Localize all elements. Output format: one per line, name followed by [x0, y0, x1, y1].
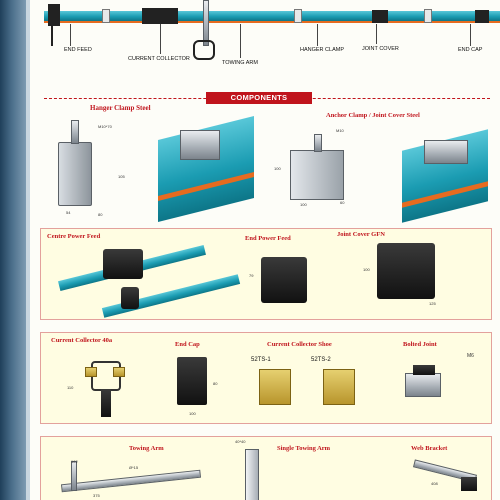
pointer-end-cap	[470, 24, 471, 46]
clamp-bolt	[71, 120, 79, 144]
product-title: Anchor Clamp / Joint Cover Steel	[326, 112, 420, 119]
product-title: Single Towing Arm	[277, 445, 331, 452]
dim-bolt: M10*70	[98, 124, 112, 129]
joint-cover-drawing	[377, 243, 435, 299]
dim-diameter: Ø*15	[129, 465, 139, 470]
hanger-clamp-1	[102, 9, 110, 23]
pointer-collector	[160, 24, 161, 54]
dim-section: 40*40	[235, 439, 246, 444]
rail-stripe	[44, 21, 500, 23]
dim-height: 100	[274, 166, 281, 171]
collector-arm	[101, 389, 111, 417]
label-hanger-clamp: HANGER CLAMP	[300, 47, 345, 53]
rail-photo-clamp	[424, 140, 468, 164]
dim-bolt: M10	[336, 128, 344, 133]
collector-shoe-a	[85, 367, 97, 377]
towing-arm-post	[203, 0, 209, 46]
centre-feed-box	[103, 249, 143, 279]
sidebar-edge	[26, 0, 30, 500]
label-joint-cover: JOINT COVER	[362, 46, 399, 52]
hanger-clamp-2	[294, 9, 302, 23]
web-bracket-mount	[461, 477, 477, 491]
dim-width: 125	[429, 301, 436, 306]
end-feed-drawing	[261, 257, 307, 303]
dim-depth: 80	[98, 212, 103, 217]
product-title: End Power Feed	[245, 235, 291, 242]
towing-arm-bar	[71, 461, 77, 491]
dim-bolt: M6	[467, 353, 474, 359]
product-title: Towing Arm	[129, 445, 164, 452]
anchor-clamp-bolt	[314, 134, 322, 152]
product-title: Web Bracket	[411, 445, 448, 452]
pointer-towing-arm	[240, 24, 241, 58]
product-title: Bolted Joint	[403, 341, 437, 348]
dim-length: 162	[71, 459, 78, 464]
product-title: Hanger Clamp Steel	[90, 104, 151, 112]
shoe-model-2: 52TS-2	[311, 357, 331, 363]
label-end-feed: END FEED	[64, 47, 92, 53]
panel-collectors: Current Collector 40a 110 End Cap 80 100…	[40, 332, 492, 424]
catalog-page: END FEED CURRENT COLLECTOR TOWING ARM HA…	[30, 0, 500, 500]
label-current-collector: CURRENT COLLECTOR	[128, 56, 190, 62]
sidebar-band	[0, 0, 26, 500]
product-title: Centre Power Feed	[47, 233, 101, 240]
dim-depth: 60	[340, 200, 345, 205]
bolted-joint-bolts	[413, 365, 435, 375]
shoe-2-drawing	[323, 369, 355, 405]
product-hanger-clamp-steel: Hanger Clamp Steel M10*70 105 54 80	[40, 104, 280, 222]
end-cap-box	[475, 10, 489, 23]
dim-width: 100	[300, 202, 307, 207]
pointer-hanger-clamp	[317, 24, 318, 46]
dim-width: 100	[189, 411, 196, 416]
dim-length: 408	[431, 481, 438, 486]
dim-height: 110	[67, 385, 74, 390]
dim-width: 54	[66, 210, 71, 215]
collector-shoe-b	[113, 367, 125, 377]
conductor-rail	[44, 11, 500, 21]
centre-feed-box-2	[121, 287, 139, 309]
end-feed-box	[48, 4, 60, 26]
dim-span: 375	[93, 493, 100, 498]
bolted-joint-drawing	[405, 373, 441, 397]
pointer-end-feed	[70, 24, 71, 46]
panel-arms: Towing Arm 162 Ø*15 375 40*40 Single Tow…	[40, 436, 492, 500]
collector-cable	[193, 40, 215, 60]
product-anchor-clamp: Anchor Clamp / Joint Cover Steel M10 100…	[266, 104, 500, 223]
dim-height: 80	[213, 381, 218, 386]
product-title: Joint Cover GFN	[337, 231, 385, 238]
label-towing-arm: TOWING ARM	[222, 60, 258, 66]
dim-height: 100	[363, 267, 370, 272]
joint-cover-box	[372, 10, 388, 23]
towing-arm-drawing	[60, 469, 202, 493]
label-end-cap: END CAP	[458, 47, 483, 53]
shoe-1-drawing	[259, 369, 291, 405]
product-title: End Cap	[175, 341, 200, 348]
anchor-clamp-drawing	[290, 150, 344, 200]
collector-box	[142, 8, 178, 24]
pointer-joint-cover	[376, 24, 377, 44]
single-towing-arm-drawing	[245, 449, 259, 500]
dim-height: 79	[249, 273, 254, 278]
end-feed-cable	[51, 24, 53, 46]
rail-photo-clamp	[180, 130, 220, 160]
shoe-model-1: 52TS-1	[251, 357, 271, 363]
hanger-clamp-3	[424, 9, 432, 23]
clamp-drawing	[58, 142, 92, 206]
section-title: COMPONENTS	[206, 92, 312, 104]
panel-feeds: Centre Power Feed End Power Feed 79 Join…	[40, 228, 492, 320]
end-cap-drawing	[177, 357, 207, 405]
product-title: Current Collector Shoe	[267, 341, 332, 348]
dim-height: 105	[118, 174, 125, 179]
product-title: Current Collector 40a	[51, 337, 113, 344]
